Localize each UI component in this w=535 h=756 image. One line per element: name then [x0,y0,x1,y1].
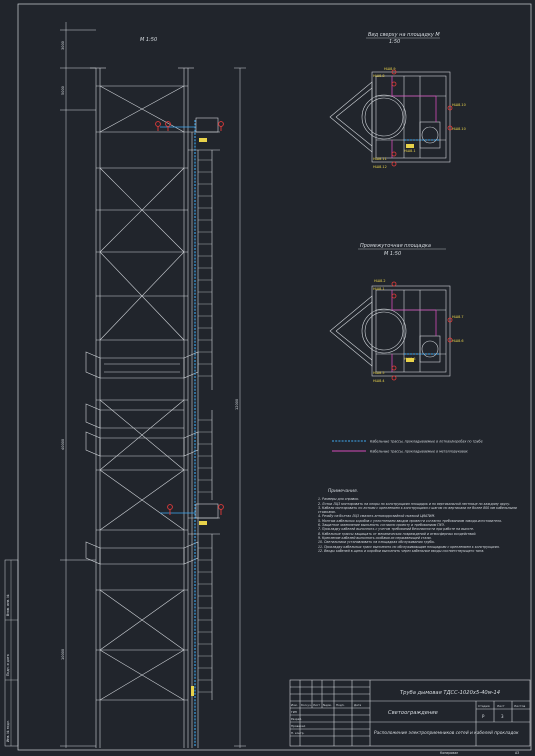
tb-prover: Проверил [291,724,306,728]
side-stamp-2: Подп. и дата [6,654,10,676]
note-11: 11. Прокладку кабельных трасс выполнить … [318,544,500,549]
note-5: 5. Монтаж кабельных коробов с уплотнение… [318,518,502,523]
dim-1: 3000 [61,41,65,50]
dim-5: 12000 [235,399,239,410]
sheet-frame [17,3,532,751]
view-mid-scale: М 1:50 [384,251,401,257]
note-8: 8. Кабельные трассы защищать от механиче… [318,531,477,536]
mid-plan-conduits [391,290,437,372]
mid-plan-lights [391,281,453,381]
title-block-frame [289,679,531,747]
junction-boxes [191,138,207,696]
tb-col4: №док. [323,703,332,707]
top-platform-plan [329,71,451,163]
legend-cyan-text: Кабельные трассы, прокладываемые в лотка… [370,440,483,444]
notes-block: Примечания. 1. Размеры для справок. 2. Л… [318,489,526,553]
tb-stage-label: Стадия [478,704,490,708]
main-scale-label: М 1:50 [140,37,157,43]
note-1: 1. Размеры для справок. [318,497,360,502]
side-stamp-1: Инв. № подл. [6,720,10,742]
tb-sheet-label: Лист [497,704,505,708]
top-plan-boxes [406,144,414,148]
note-12: 12. Вводы кабелей в щиты и коробки выпол… [318,548,485,553]
view-m-scale: 1:50 [389,39,400,45]
note-7: 7. Прокладку кабелей выполнять с учетом … [318,527,475,532]
marker-mid-6: НШ8.5 [373,371,385,375]
view-m-title: Вид сверху на площадку М [368,32,440,38]
tb-copied: Копировал [440,751,458,755]
tb-col6: Дата [354,703,362,707]
dimension-lines [60,22,246,748]
marker-top-5: НШ8.11 [373,157,387,161]
marker-top-6: НШ8.12 [373,165,387,169]
tb-col5: Подп. [336,703,345,707]
marker-top-2: НШ8.8 [373,74,385,78]
note-9: 9. Крепление кабелей выполнять скобами и… [318,535,432,540]
note-6: 6. Защитное заземление выполнить согласн… [318,523,445,528]
dim-3: 40000 [61,439,65,450]
tb-sheet-title-1: Расположение электроприемников сетей и к… [374,730,519,736]
side-stamp-frame [4,559,19,747]
tb-nkontr: Н. контр. [291,731,305,735]
note-3: 3. Кабели монтировать по лоткам с крепле… [318,505,517,515]
marker-mid-2: НШ8.1 [373,287,385,291]
legend-magenta-text: Кабельные трассы, прокладываемые в метал… [370,450,468,454]
note-4: 4. Резьбу на болтах ЛЦ3 смазать антикорр… [318,514,436,519]
tb-stage: Р [482,714,485,719]
mid-plan-boxes [406,358,414,362]
marker-mid-7: НШ8.4 [373,379,385,383]
tb-razrab: Разраб. [291,717,302,721]
tb-format: А3 [515,751,519,755]
tb-sheets-label: Листов [514,704,525,708]
dim-4: 10000 [61,649,65,660]
marker-top-3: НШ8.10 [452,103,466,107]
note-2: 2. Лотки ЛЦ3 монтировать на опоры по кон… [318,501,511,506]
marker-mid-5: НШ8.3 [404,357,416,361]
marker-mid-3: НШ8.7 [452,315,464,319]
dim-2: 5000 [61,86,65,95]
tb-col3: Лист [313,703,320,707]
marker-top-4: НШ8.10 [452,127,466,131]
marker-top-1: НШ8.9 [384,67,396,71]
tb-col2: Кол.уч. [301,703,312,707]
tb-part: Светоограждение [388,710,438,716]
marker-top-7: НШ8.1 [404,149,416,153]
tower-elevation [85,67,220,748]
mid-platform-plan [329,285,451,377]
top-plan-lights [391,69,453,167]
marker-mid-1: НШ8.2 [374,279,386,283]
notes-title: Примечания. [328,489,359,494]
top-plan-conduits [391,76,437,158]
tb-document: Труба дымовая ТДСС-1020х5-40м-14 [400,690,500,696]
obstruction-lights [155,121,224,515]
note-10: 10. Светильники устанавливать на площадк… [318,540,435,545]
marker-mid-4: НШ8.6 [452,339,464,343]
view-mid-title: Промежуточная площадка [360,243,431,249]
tb-sheet: 3 [501,714,504,719]
tb-col1: Изм. [291,703,298,707]
tb-gip: ГИП [291,710,297,714]
ladder-rungs [198,159,212,693]
side-stamp-3: Взам. инв. № [6,594,10,616]
